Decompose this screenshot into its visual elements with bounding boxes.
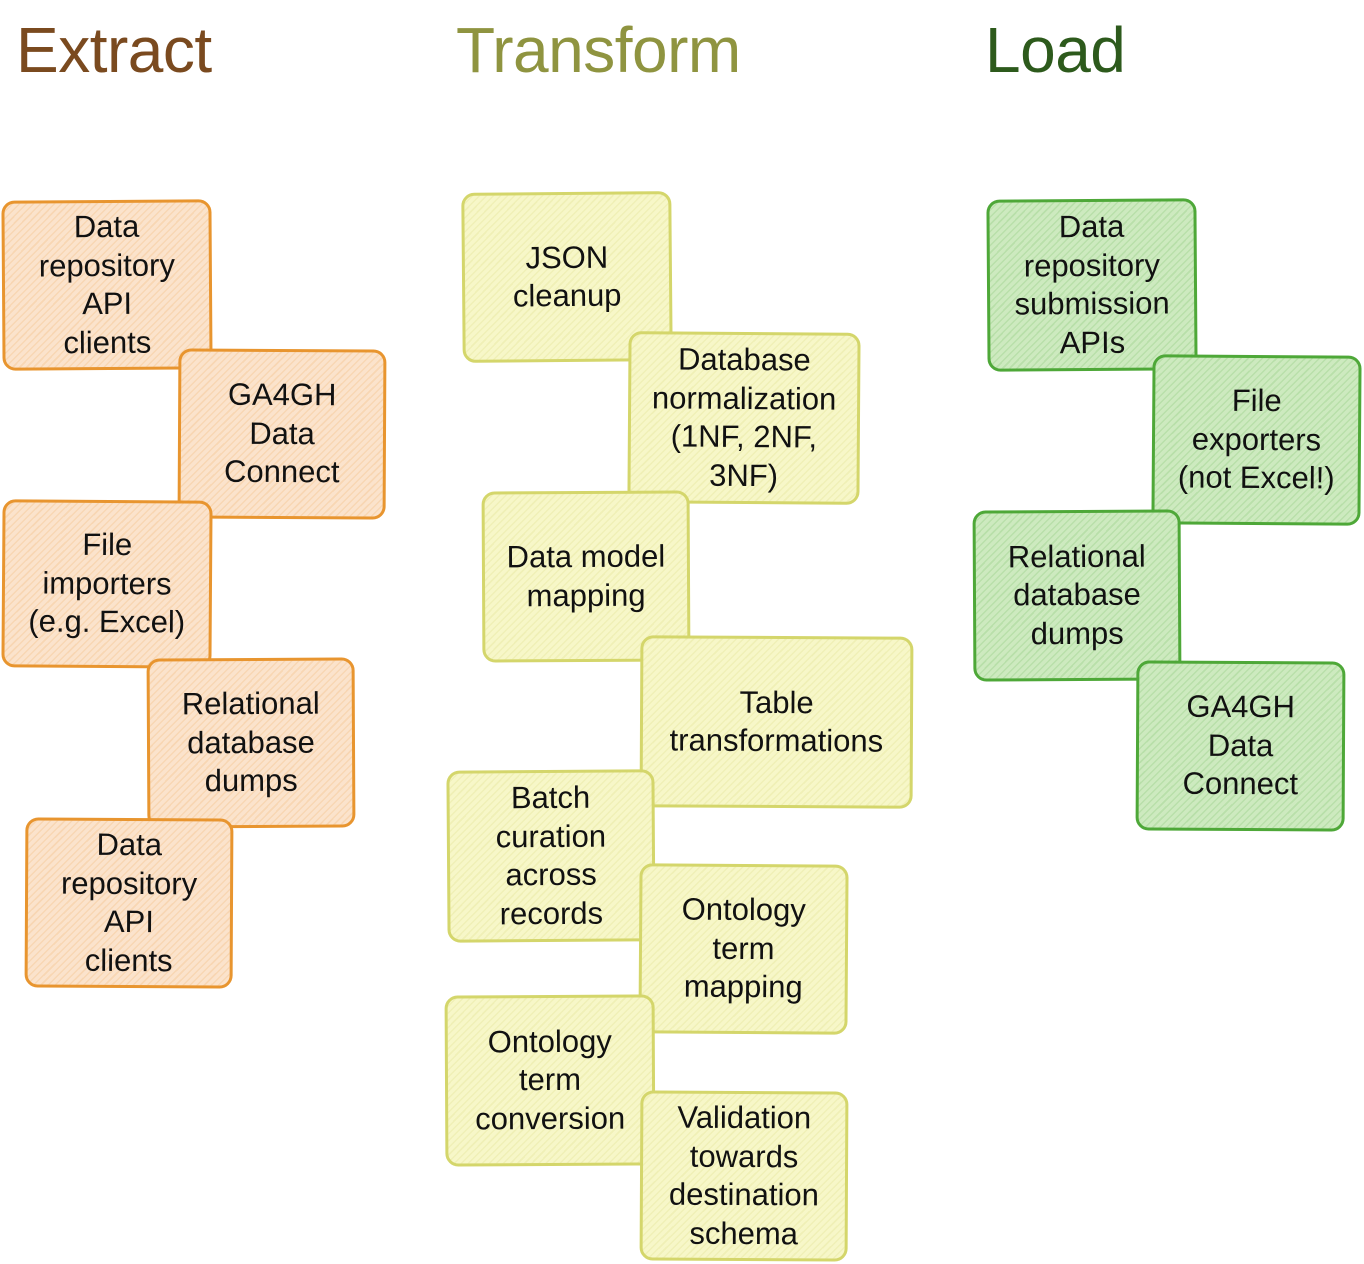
transform-card-table-transformations: Table transformations [639,635,914,809]
transform-card-validation: Validation towards destination schema [639,1090,849,1262]
transform-card-database-normalization: Database normalization (1NF, 2NF, 3NF) [627,331,861,505]
load-card-data-repository-submission-apis: Data repository submission APIs [986,198,1198,372]
extract-card-file-importers: File importers (e.g. Excel) [1,499,213,669]
extract-card-data-repository-api-clients: Data repository API clients [1,199,213,371]
load-card-ga4gh-data-connect: GA4GH Data Connect [1135,660,1346,832]
extract-card-ga4gh-data-connect: GA4GH Data Connect [177,348,387,520]
transform-card-batch-curation: Batch curation across records [446,769,656,943]
extract-heading: Extract [16,14,212,86]
extract-card-relational-database-dumps: Relational database dumps [146,657,356,829]
transform-card-ontology-term-conversion: Ontology term conversion [444,994,656,1167]
extract-card-data-repository-api-clients-2: Data repository API clients [24,817,234,989]
load-heading: Load [985,14,1126,86]
load-card-relational-database-dumps: Relational database dumps [972,509,1182,682]
transform-card-ontology-term-mapping: Ontology term mapping [638,863,849,1035]
transform-heading: Transform [456,14,741,86]
load-card-file-exporters: File exporters (not Excel!) [1151,354,1362,526]
